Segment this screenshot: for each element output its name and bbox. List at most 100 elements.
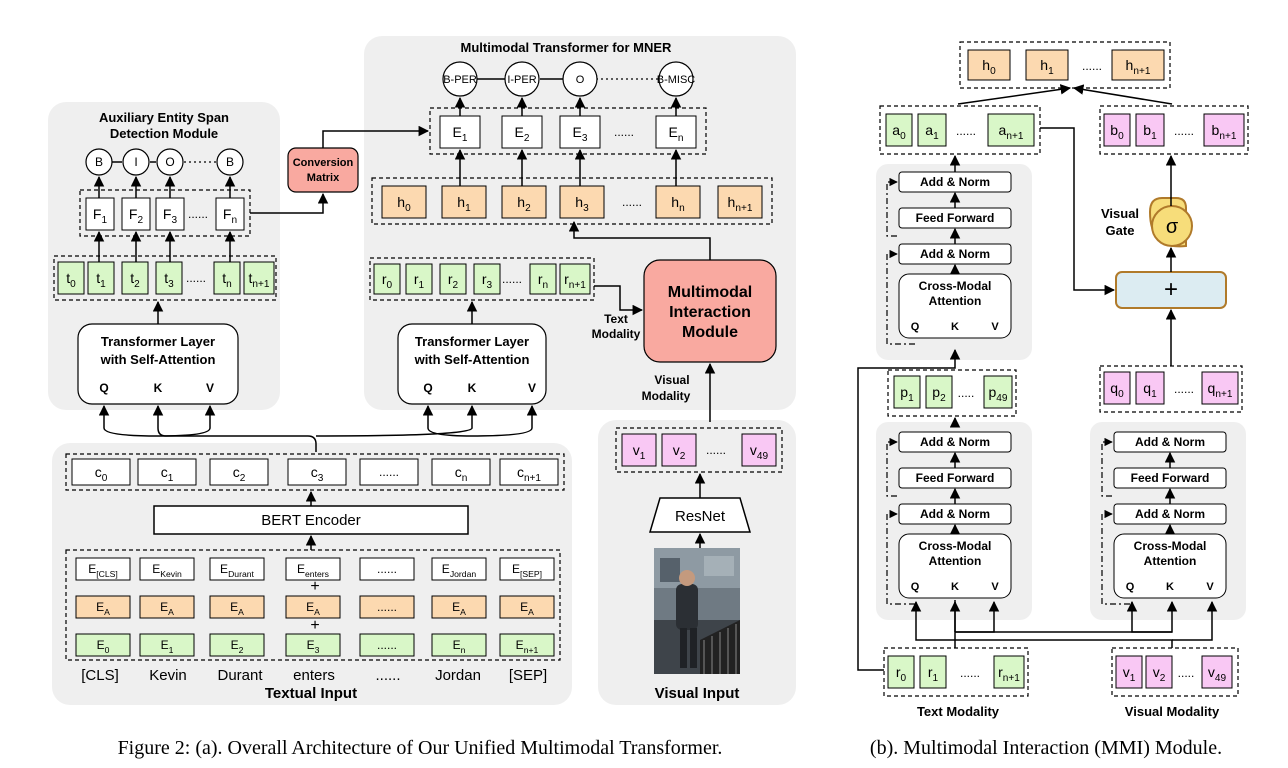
token-emb-dots: ...... xyxy=(377,562,397,576)
position-emb: E3 xyxy=(307,638,320,655)
b-left-bottom-q-label: Q xyxy=(911,581,920,593)
b-r-token-sub: 0 xyxy=(901,673,907,684)
b-h-token-sub: 0 xyxy=(990,66,996,77)
segment-emb: EA xyxy=(96,600,110,617)
b-a-token-sub: 0 xyxy=(900,131,906,142)
mner-v-label: V xyxy=(528,381,536,395)
h-token-sub: 3 xyxy=(583,203,589,214)
r-row-group xyxy=(369,257,595,301)
b-r-row-group xyxy=(883,647,1029,697)
b-right-bottom-residual-1 xyxy=(1101,509,1130,605)
f-token: F3 xyxy=(163,206,178,226)
r-token-base: r xyxy=(414,271,419,287)
f-token-sub: 2 xyxy=(137,215,143,226)
segment-emb-sub: A xyxy=(314,607,320,617)
r-token: r1 xyxy=(414,271,425,291)
h-token: h0 xyxy=(397,194,411,214)
visual-v-token-sub: 1 xyxy=(640,451,646,462)
b-left-bottom-v-label: V xyxy=(991,581,999,593)
b-a-token-base: a xyxy=(999,122,1007,138)
t-token-box xyxy=(213,261,241,295)
b-a-token: an+1 xyxy=(999,122,1024,142)
h-token-base: h xyxy=(517,194,525,210)
position-emb: E1 xyxy=(161,638,174,655)
c-token-sub: 0 xyxy=(102,473,108,484)
input-word: [SEP] xyxy=(509,667,547,684)
b-a-token-box xyxy=(917,113,947,147)
position-emb-sub: 0 xyxy=(105,645,110,655)
input-word: Kevin xyxy=(149,667,187,684)
c-token: c1 xyxy=(161,464,174,484)
aux-v-label: V xyxy=(206,381,214,395)
c-token: cn+1 xyxy=(517,464,541,484)
position-emb-box xyxy=(209,633,265,657)
r-token: r0 xyxy=(382,271,393,291)
visual-v-token-base: v xyxy=(673,442,680,458)
c-row-group xyxy=(65,453,565,491)
segment-emb-base: E xyxy=(160,600,168,614)
f-token: F2 xyxy=(129,206,144,226)
b-b-token: b0 xyxy=(1110,122,1124,142)
r-token-box xyxy=(529,263,557,295)
h-token-base: h xyxy=(671,194,679,210)
b-q-token-box xyxy=(1103,371,1131,405)
token-emb-sub: Durant xyxy=(228,569,254,579)
b-p-token-dots: ..... xyxy=(958,386,975,400)
e-token-base: E xyxy=(453,124,462,140)
mner-k-label: K xyxy=(468,381,477,395)
b-left-bottom-cma-label-1: Cross-Modal xyxy=(919,539,992,553)
b-v-token-base: v xyxy=(1123,664,1130,680)
resnet-label: ResNet xyxy=(675,508,726,525)
visual-gate-label-2: Gate xyxy=(1106,223,1135,238)
token-emb-sub: [CLS] xyxy=(96,569,118,579)
e-token-base: E xyxy=(669,124,678,140)
h-token: h1 xyxy=(457,194,471,214)
input-word: ...... xyxy=(375,667,400,684)
c-token: c2 xyxy=(233,464,246,484)
b-v-token-box xyxy=(1201,655,1233,689)
b-v-row-group xyxy=(1111,647,1239,697)
b-a-token-sub: n+1 xyxy=(1006,131,1023,142)
r-token-box xyxy=(559,263,591,295)
f-token-sub: 3 xyxy=(171,215,177,226)
b-b-token-sub: 0 xyxy=(1118,131,1124,142)
t-token: t3 xyxy=(164,270,174,290)
aux-transformer-label-1: Transformer Layer xyxy=(101,334,215,349)
e-token-sub: n xyxy=(678,133,684,144)
b-b-token-box xyxy=(1103,113,1131,147)
b-right-bottom-add-norm-1-label: Add & Norm xyxy=(1135,507,1205,521)
f-token-box xyxy=(155,197,185,231)
b-visual-modality-label: Visual Modality xyxy=(1125,704,1220,719)
segment-emb-base: E xyxy=(96,600,104,614)
r-token: r2 xyxy=(448,271,459,291)
position-emb-base: E xyxy=(453,638,461,652)
aux-tags: B I O B xyxy=(85,148,244,176)
b-r-token-dots: ...... xyxy=(960,666,980,680)
tag-label: O xyxy=(576,74,585,86)
b-left-bottom-cma-label-2: Attention xyxy=(929,554,982,568)
e-row-dots: ...... xyxy=(614,125,634,139)
visual-v-token-base: v xyxy=(633,442,640,458)
emb-plus-2: + xyxy=(310,617,319,634)
position-emb-dots: ...... xyxy=(377,638,397,652)
b-right-bottom-v-label: V xyxy=(1206,581,1214,593)
position-emb-box xyxy=(75,633,131,657)
r-token-box xyxy=(405,263,433,295)
segment-emb-box xyxy=(285,595,341,619)
input-word: Durant xyxy=(217,667,263,684)
segment-emb-sub: A xyxy=(104,607,110,617)
bert-encoder-box xyxy=(153,505,469,535)
b-v-token: v1 xyxy=(1123,664,1136,684)
b-q-token-base: q xyxy=(1110,380,1118,396)
b-p-token-sub: 2 xyxy=(940,393,946,404)
b-text-modality-label: Text Modality xyxy=(917,704,1000,719)
b-q-token: q0 xyxy=(1110,380,1124,400)
segment-emb: EA xyxy=(520,600,534,617)
b-left-top-v-label: V xyxy=(991,321,999,333)
b-b-token-box xyxy=(1203,113,1245,147)
b-r-token-box xyxy=(919,655,947,689)
token-emb: E[CLS] xyxy=(88,562,118,579)
